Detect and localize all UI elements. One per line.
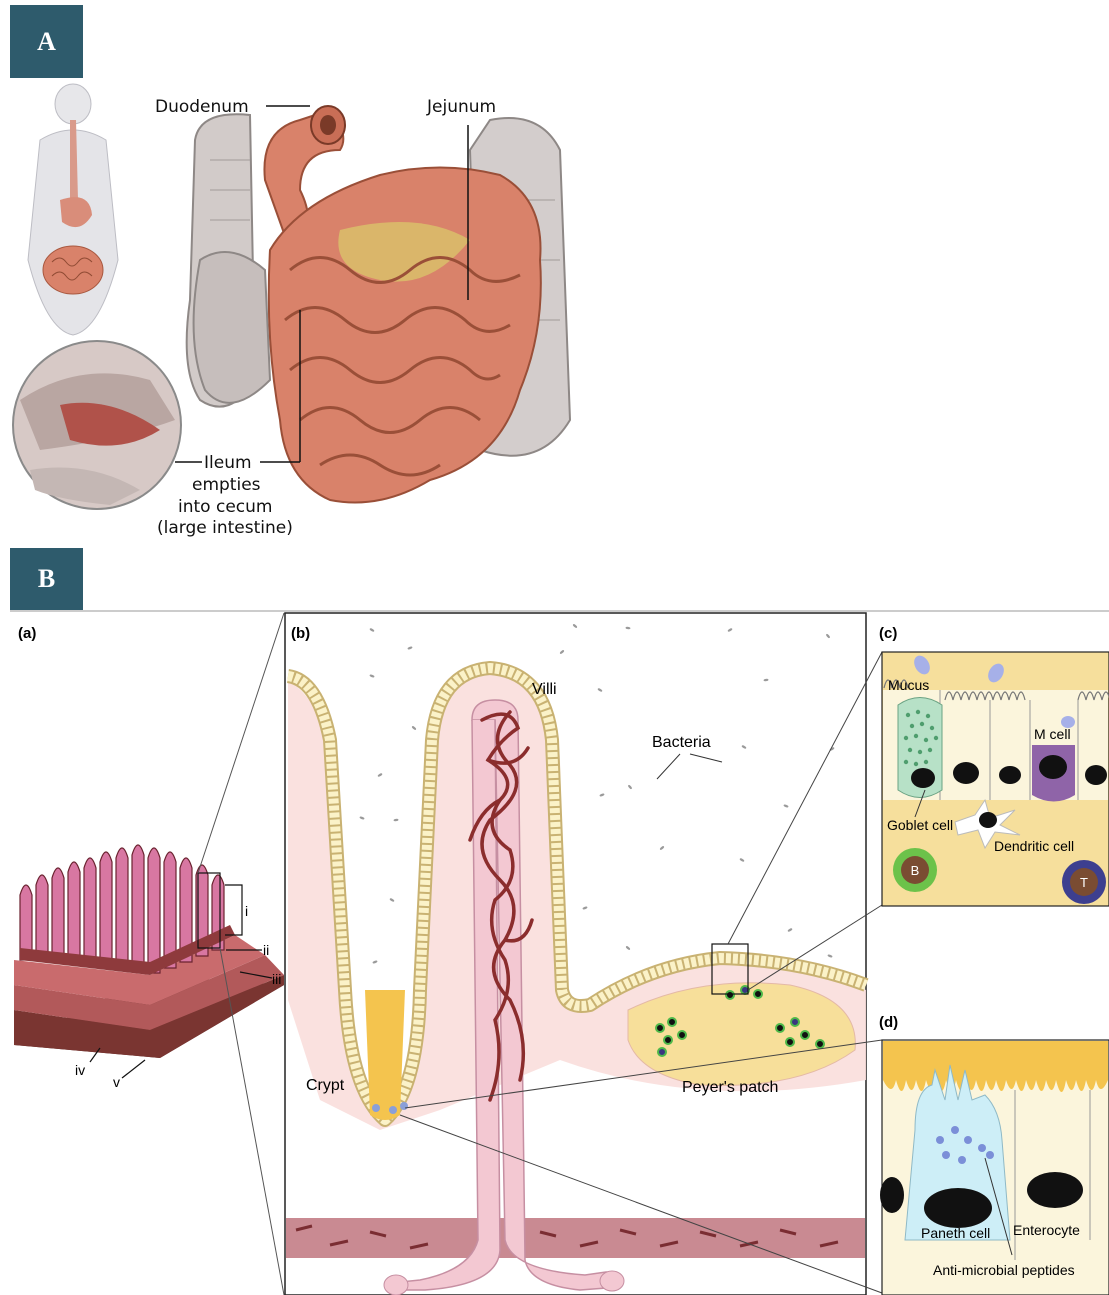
goblet-cell-label: Goblet cell (887, 817, 953, 833)
panel-d-cells (880, 1040, 1109, 1295)
tissue-block (14, 845, 284, 1058)
layer-v-label: v (113, 1074, 120, 1090)
t-cell-label: T (1080, 875, 1088, 890)
layer-i-label: i (245, 903, 248, 919)
sub-panel-d-label: (d) (879, 1014, 898, 1031)
ileocecal-magnified-inset (13, 341, 181, 509)
bacteria-label: Bacteria (652, 734, 711, 751)
layer-iii-label: iii (272, 971, 281, 987)
ileum-label-line4: (large intestine) (157, 518, 293, 538)
peyers-patch-label: Peyer's patch (682, 1079, 778, 1096)
layer-ii-label: ii (263, 942, 269, 958)
mucus-label: Mucus (888, 677, 929, 693)
dendritic-cell-label: Dendritic cell (994, 838, 1074, 854)
villi-label: Villi (532, 681, 557, 698)
panel-a-illustration: Duodenum Jejunum Ileum empties into cecu… (13, 84, 570, 538)
crypt-label: Crypt (306, 1077, 345, 1094)
body-silhouette (28, 84, 118, 335)
sub-panel-c-label: (c) (879, 625, 897, 642)
jejunum-label: Jejunum (426, 97, 496, 117)
muscle-layer (286, 1218, 865, 1258)
duodenum-label: Duodenum (155, 97, 249, 117)
m-cell-label: M cell (1034, 726, 1071, 742)
panel-b-frame (285, 613, 866, 1295)
layer-iv-label: iv (75, 1062, 85, 1078)
paneth-cell-label: Paneth cell (921, 1225, 990, 1241)
sub-panel-a-label: (a) (18, 625, 36, 642)
enterocyte-label: Enterocyte (1013, 1222, 1080, 1238)
sub-panel-b-label: (b) (291, 625, 310, 642)
ileum-label-line1: Ileum (204, 453, 252, 473)
ileum-label-line2: empties (192, 475, 261, 495)
b-cell-label: B (911, 863, 920, 878)
ileum-label-line3: into cecum (178, 497, 272, 517)
anti-microbial-peptides-label: Anti-microbial peptides (933, 1262, 1075, 1278)
